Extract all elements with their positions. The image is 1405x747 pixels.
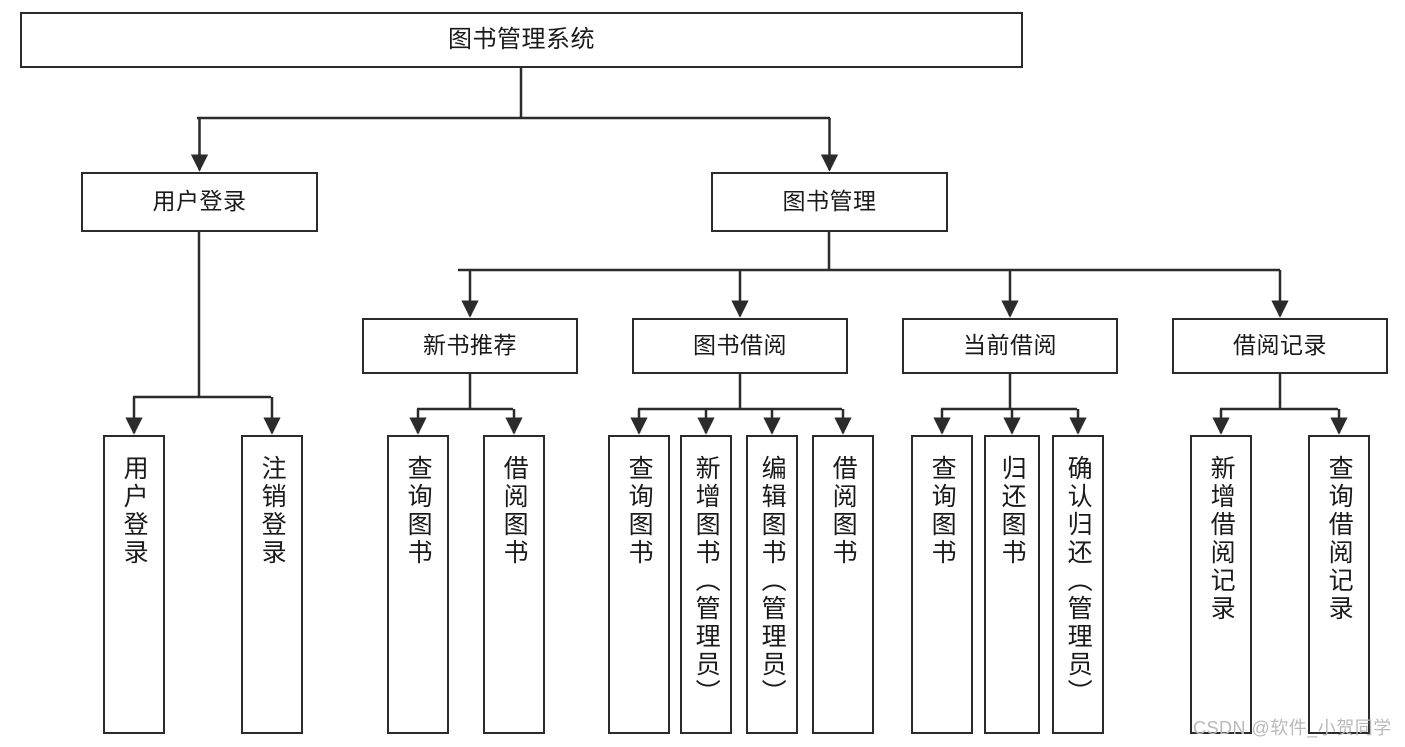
node-leaf-confirm-return[interactable]: 确认归还（管理员） [1052,435,1104,734]
node-leaf-query-book-3[interactable]: 查询图书 [911,435,973,734]
node-label: 查询图书 [928,455,957,567]
node-label: 归还图书 [998,455,1027,567]
node-label: 新书推荐 [423,332,517,359]
node-label: 用户登录 [152,188,247,215]
node-label: 查询图书 [625,455,654,567]
node-leaf-logout[interactable]: 注销登录 [241,435,303,734]
node-label: 查询借阅记录 [1325,455,1354,623]
node-label: 图书管理系统 [448,25,595,53]
node-leaf-query-book-2[interactable]: 查询图书 [608,435,670,734]
node-label: 借阅图书 [500,455,529,567]
node-label: 新增借阅记录 [1207,455,1236,623]
node-record[interactable]: 借阅记录 [1172,318,1388,374]
csdn-watermark: CSDN @软件_小贺同学 [1193,718,1392,738]
node-label: 图书管理 [782,188,877,215]
node-label: 查询图书 [404,455,433,567]
node-root[interactable]: 图书管理系统 [20,12,1023,68]
node-label: 注销登录 [258,455,287,567]
node-bookmgmt[interactable]: 图书管理 [711,172,948,232]
node-label: 借阅记录 [1233,332,1327,359]
node-leaf-return-book[interactable]: 归还图书 [984,435,1040,734]
node-label: 新增图书（管理员） [692,455,721,707]
node-leaf-add-book[interactable]: 新增图书（管理员） [680,435,732,734]
node-leaf-user-login[interactable]: 用户登录 [103,435,165,734]
node-current[interactable]: 当前借阅 [902,318,1118,374]
node-borrow[interactable]: 图书借阅 [632,318,848,374]
node-label: 借阅图书 [829,455,858,567]
node-leaf-query-record[interactable]: 查询借阅记录 [1308,435,1370,734]
node-leaf-borrow-book-1[interactable]: 借阅图书 [483,435,545,734]
node-login[interactable]: 用户登录 [81,172,318,232]
node-leaf-edit-book[interactable]: 编辑图书（管理员） [746,435,798,734]
node-label: 当前借阅 [963,332,1057,359]
node-leaf-add-record[interactable]: 新增借阅记录 [1190,435,1252,734]
node-leaf-borrow-book-2[interactable]: 借阅图书 [812,435,874,734]
node-label: 用户登录 [120,455,149,567]
node-label: 图书借阅 [693,332,787,359]
node-label: 编辑图书（管理员） [758,455,787,707]
node-label: 确认归还（管理员） [1064,455,1093,707]
node-leaf-query-book-1[interactable]: 查询图书 [387,435,449,734]
node-newbook[interactable]: 新书推荐 [362,318,578,374]
